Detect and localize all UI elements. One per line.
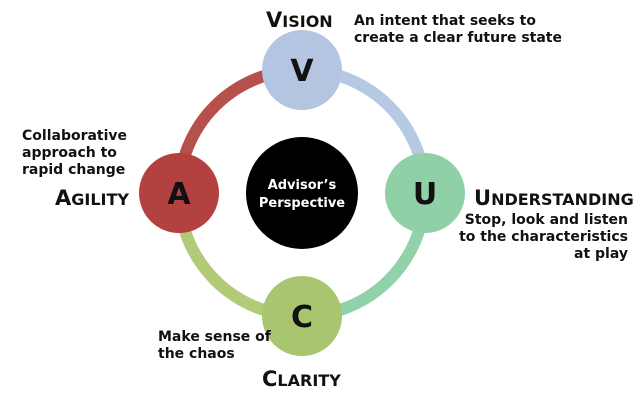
vision-title-rest: ISION [282,12,333,31]
vision-letter: V [290,54,314,89]
understanding-letter: U [413,177,437,212]
understanding-caption: Stop, look and listen to the characteris… [459,212,628,263]
agility-title: AGILITY [55,188,129,209]
clarity-caption: Make sense of the chaos [158,329,271,363]
vision-node [262,30,342,110]
clarity-title: CLARITY [262,369,341,390]
center-label-line1: Advisor’s [268,178,337,193]
agility-title-initial: A [55,186,72,210]
clarity-letter: C [291,300,313,335]
vision-caption-line: An intent that seeks to [354,13,536,29]
agility-caption-line: Collaborative [22,128,128,144]
agility-title-rest: GILITY [71,190,129,209]
agility-letter: A [167,177,191,212]
center-label-line2: Perspective [259,196,345,211]
clarity-caption-line: the chaos [158,346,235,362]
vision-title: VISION [266,10,333,31]
center-circle [246,137,358,249]
vision-caption-line: create a clear future state [354,30,562,46]
understanding-title-initial: U [474,186,492,210]
understanding-title: UNDERSTANDING [474,188,634,209]
clarity-node [262,276,342,356]
understanding-node [385,153,465,233]
agility-caption-line: approach to [22,145,117,161]
clarity-title-initial: C [262,367,278,391]
agility-caption: Collaborative approach to rapid change [22,128,127,179]
clarity-title-rest: LARITY [277,371,341,390]
understanding-caption-line: to the characteristics [459,229,628,245]
agility-node [139,153,219,233]
vision-title-initial: V [266,8,283,32]
vision-caption: An intent that seeks to create a clear f… [354,13,562,47]
understanding-title-rest: NDERSTANDING [491,190,634,209]
understanding-caption-line: Stop, look and listen [464,212,628,228]
understanding-caption-line: at play [574,246,628,262]
clarity-caption-line: Make sense of [158,329,271,345]
agility-caption-line: rapid change [22,162,126,178]
